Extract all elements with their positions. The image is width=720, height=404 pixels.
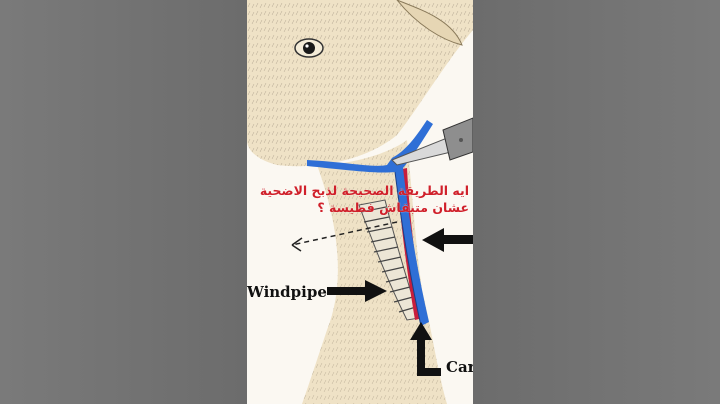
arrow-to-carotid bbox=[410, 322, 441, 376]
jugular-vein bbox=[307, 120, 433, 326]
video-frame[interactable]: ايه الطريقة الصحيحة لذبح الاضحية عشان مت… bbox=[247, 0, 473, 404]
right-blur-panel bbox=[473, 0, 720, 404]
carotid-label: Car bbox=[446, 358, 473, 376]
windpipe-label: Windpipe bbox=[247, 283, 327, 301]
caption-line-2: عشان متبقاش فطيسة ؟ bbox=[317, 200, 469, 215]
arrow-to-vein bbox=[422, 228, 473, 252]
windpipe-rings bbox=[358, 199, 420, 321]
knife-icon bbox=[391, 117, 473, 166]
neck-anatomy-illustration bbox=[247, 0, 473, 404]
arabic-caption: ايه الطريقة الصحيحة لذبح الاضحية عشان مت… bbox=[257, 182, 469, 216]
sheep-ear bbox=[396, 0, 463, 46]
caption-line-1: ايه الطريقة الصحيحة لذبح الاضحية bbox=[259, 183, 469, 198]
arrow-to-windpipe bbox=[327, 280, 387, 302]
left-blur-panel bbox=[0, 0, 247, 404]
